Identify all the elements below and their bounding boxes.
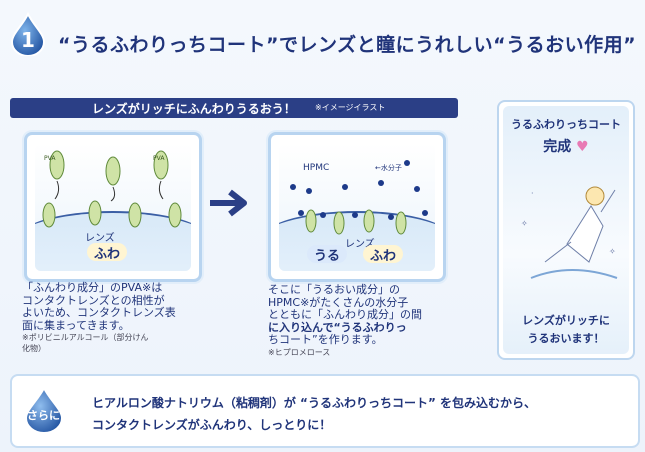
hyaluronic-acid-note: さらに ヒアルロン酸ナトリウム（粘稠剤）が “うるふわりっちコート” を包み込む…: [10, 374, 640, 448]
description-line: コンタクトレンズとの相性が: [22, 293, 165, 307]
pva-label: PVA: [44, 155, 56, 162]
page-title: “うるふわりっちコート”でレンズと瞳にうれしい“うるおい作用”: [58, 34, 637, 56]
lens-state-badge: うる: [307, 245, 347, 264]
water-molecule-label: ←水分子: [375, 164, 402, 172]
footnote: ※ポリビニルアルコール（部分けん: [22, 333, 149, 342]
description-line: とともに「ふんわり成分」の間: [268, 308, 422, 321]
card-caption: レンズがリッチに: [522, 314, 610, 327]
svg-text:✧: ✧: [609, 247, 616, 256]
card-subtitle: 完成 ♥: [503, 136, 629, 156]
svg-text:✧: ✧: [521, 219, 528, 228]
banner-label: レンズがリッチにふんわりうるおう！: [92, 102, 296, 116]
card-title: うるふわりっちコート: [511, 118, 621, 131]
lens-surface: [279, 211, 435, 271]
illustration-banner: レンズがリッチにふんわりうるおう！ ※イメージイラスト: [10, 98, 458, 118]
footnote: 化物）: [22, 344, 46, 353]
water-drop-icon: [24, 386, 64, 434]
lens-surface: [35, 211, 191, 271]
step-number-badge: 1: [8, 11, 48, 57]
lens-label: レンズ: [345, 239, 375, 250]
description-line: 面に集まってきます。: [22, 318, 130, 332]
hpmc-illustration-panel: HPMC ←水分子 レンズ うる ふわ: [268, 132, 446, 282]
footnote: ※ヒプロメロース: [268, 347, 331, 357]
arrow-right-icon: [206, 188, 250, 222]
badge-label: さらに: [27, 409, 60, 422]
pva-illustration-panel: PVA PVA レンズ ふわ: [24, 132, 202, 282]
dancing-girl-illustration: ✧ ✧ ·: [521, 186, 618, 279]
heart-icon: ♥: [576, 139, 589, 155]
step-number: 1: [21, 28, 35, 52]
card-caption: うるおいます！: [527, 332, 605, 345]
pva-label: PVA: [153, 155, 165, 162]
card-subtitle-text: 完成: [543, 139, 572, 155]
pva-particles: [42, 150, 182, 228]
description-line: 「ふんわり成分」のPVA※は: [22, 281, 163, 294]
note-line-2: コンタクトレンズがふんわり、しっとりに！: [92, 418, 332, 432]
description-line: そこに「うるおい成分」の: [268, 283, 400, 296]
description-line: よいため、コンタクトレンズ表: [22, 306, 176, 319]
description-line: HPMC※がたくさんの水分子: [268, 295, 409, 309]
pva-description: 「ふんわり成分」のPVA※は コンタクトレンズとの相性が よいため、コンタクトレ…: [22, 281, 176, 354]
hpmc-label: HPMC: [303, 163, 330, 173]
description-line: ちコート”を作ります。: [268, 333, 383, 346]
lens-state-badge: ふわ: [363, 245, 403, 264]
note-line-1: ヒアルロン酸ナトリウム（粘稠剤）が “うるふわりっちコート” を包み込むから、: [92, 396, 537, 410]
description-line: に入り込んで“うるふわりっ: [268, 320, 407, 334]
lens-state-badge: ふわ: [87, 243, 127, 262]
svg-text:·: ·: [531, 189, 534, 198]
hpmc-molecules: [290, 160, 428, 235]
banner-note: ※イメージイラスト: [315, 103, 386, 112]
coat-complete-card: うるふわりっちコート 完成 ♥ ✧ ✧ · レンズがリッチに うるおいます！: [497, 100, 635, 360]
lens-label: レンズ: [85, 233, 115, 244]
hpmc-description: そこに「うるおい成分」の HPMC※がたくさんの水分子 とともに「ふんわり成分」…: [268, 283, 422, 358]
